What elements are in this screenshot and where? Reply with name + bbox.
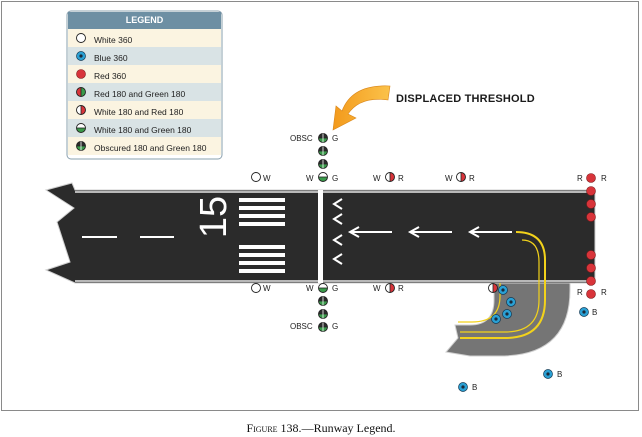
- label-g-top-1: G: [332, 134, 339, 143]
- white-red-light-icon: [385, 283, 395, 293]
- label-w-top-4: W: [445, 174, 453, 183]
- white-red-light-icon: [76, 105, 86, 115]
- white-green-light-icon: [76, 123, 86, 133]
- legend-label-white-green: White 180 and Green 180: [94, 125, 192, 135]
- threshold-markings: [239, 198, 285, 273]
- red-light-icon: [586, 289, 596, 299]
- blue-light-icon: [76, 51, 86, 61]
- label-w-top-1: W: [263, 174, 271, 183]
- label-obsc-bot: OBSC: [290, 322, 313, 331]
- label-w-bot-3: W: [373, 284, 381, 293]
- label-r-bot-1: R: [398, 284, 404, 293]
- label-w-top-3: W: [373, 174, 381, 183]
- displaced-threshold-label: DISPLACED THRESHOLD: [396, 93, 535, 105]
- red-green-light-icon: [76, 87, 86, 97]
- blue-light-icon: [491, 314, 501, 324]
- label-r-bot-2: R: [577, 288, 583, 297]
- label-w-bot-1: W: [263, 284, 271, 293]
- figure-caption: Figure 138.—Runway Legend.: [0, 421, 642, 436]
- taxi-centerline: [460, 231, 546, 339]
- red-light-icon: [586, 263, 596, 273]
- red-light-icon: [586, 276, 596, 286]
- legend-label-white-360: White 360: [94, 35, 133, 45]
- label-b-1: B: [592, 308, 598, 317]
- obsc-green-light-icon: [318, 309, 328, 319]
- legend-label-red-360: Red 360: [94, 71, 127, 81]
- red-light-icon: [586, 250, 596, 260]
- obscured-green-light-icon: [76, 141, 86, 151]
- white-red-light-icon: [456, 172, 466, 182]
- obsc-green-light-icon: [318, 296, 328, 306]
- threshold-chevrons: [332, 198, 343, 265]
- obsc-green-light-icon: [318, 133, 328, 143]
- white-light-icon: [251, 172, 261, 182]
- label-r-top-3: R: [577, 174, 583, 183]
- red-light-icon: [76, 69, 86, 79]
- blue-light-icon: [498, 285, 508, 295]
- legend-box: [66, 10, 223, 160]
- blue-light-icon: [502, 309, 512, 319]
- blue-light-icon: [579, 307, 589, 317]
- label-g-bot-1: G: [332, 284, 339, 293]
- legend-label-white-red: White 180 and Red 180: [94, 107, 184, 117]
- red-light-icon: [586, 199, 596, 209]
- red-light-icon: [586, 212, 596, 222]
- label-r-top-2: R: [469, 174, 475, 183]
- label-r-top-1: R: [398, 174, 404, 183]
- label-obsc-top: OBSC: [290, 134, 313, 143]
- white-light-icon: [76, 33, 86, 43]
- label-w-top-2: W: [306, 174, 314, 183]
- white-red-light-icon: [385, 172, 395, 182]
- white-green-light-icon: [318, 283, 328, 293]
- legend-label-red-green: Red 180 and Green 180: [94, 89, 186, 99]
- label-g-bot-2: G: [332, 322, 339, 331]
- legend-title: LEGEND: [125, 15, 164, 25]
- obsc-green-light-icon: [318, 159, 328, 169]
- legend-label-obscured-green: Obscured 180 and Green 180: [94, 143, 207, 153]
- figure-title: —Runway Legend.: [301, 421, 396, 435]
- label-b-3: B: [472, 383, 478, 392]
- displaced-threshold-bar: [318, 190, 323, 283]
- runway-arrows: [347, 226, 512, 238]
- label-b-2: B: [557, 370, 563, 379]
- legend-label-blue-360: Blue 360: [94, 53, 128, 63]
- label-r-bot-3: R: [601, 288, 607, 297]
- obsc-green-light-icon: [318, 322, 328, 332]
- white-light-icon: [251, 283, 261, 293]
- label-g-top-2: G: [332, 174, 339, 183]
- blue-light-icon: [458, 382, 468, 392]
- white-green-light-icon: [318, 172, 328, 182]
- blue-light-icon: [543, 369, 553, 379]
- label-w-bot-2: W: [306, 284, 314, 293]
- white-red-light-icon: [488, 283, 498, 293]
- runway-number: 15: [193, 195, 235, 239]
- red-light-icon: [586, 186, 596, 196]
- displaced-threshold-arrow: [332, 85, 391, 131]
- figure-number: Figure 138.: [246, 421, 302, 435]
- label-r-top-4: R: [601, 174, 607, 183]
- blue-light-icon: [506, 297, 516, 307]
- taxi-centerline-2: [460, 239, 540, 333]
- obsc-green-light-icon: [318, 146, 328, 156]
- red-light-icon: [586, 173, 596, 183]
